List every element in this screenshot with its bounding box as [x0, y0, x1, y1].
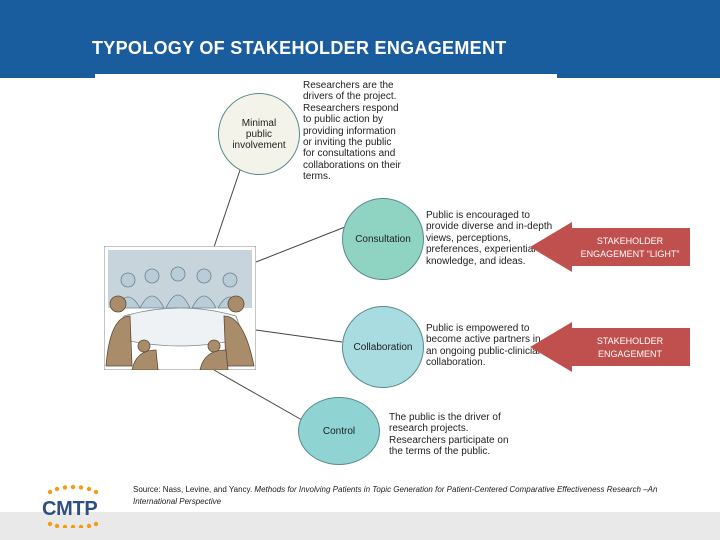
- cmtp-logo: CMTP: [38, 484, 130, 528]
- arrow-engagement-label: STAKEHOLDER ENGAGEMENT: [580, 335, 680, 361]
- arrow-engagement-light-label: STAKEHOLDER ENGAGEMENT “LIGHT”: [574, 235, 686, 261]
- control-circle: Control: [298, 397, 380, 465]
- source-citation: Source: Nass, Levine, and Yancy. Methods…: [133, 484, 693, 508]
- consultation-circle: Consultation: [342, 198, 424, 280]
- meeting-illustration: [104, 246, 256, 370]
- circle-label: Consultation: [355, 234, 411, 245]
- collaboration-circle: Collaboration: [342, 306, 424, 388]
- circle-label: Collaboration: [354, 342, 413, 353]
- circle-label: Minimal public involvement: [228, 118, 290, 151]
- minimal-involvement-description: Researchers are the drivers of the proje…: [303, 80, 405, 183]
- minimal-involvement-circle: Minimal public involvement: [218, 93, 300, 175]
- control-description: The public is the driver of research pro…: [389, 412, 524, 458]
- logo-text: CMTP: [42, 498, 97, 521]
- circle-label: Control: [323, 426, 355, 437]
